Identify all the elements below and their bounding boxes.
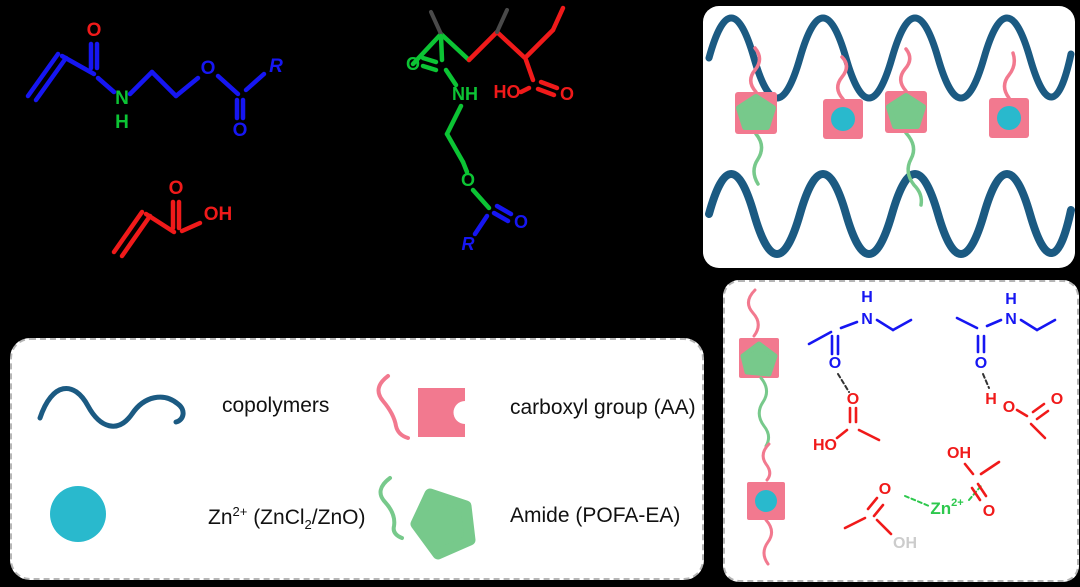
hbond-right-n-label: N <box>1005 311 1017 328</box>
hbond-left-n-label: N <box>861 311 873 328</box>
h-label: H <box>115 112 129 133</box>
amide-squiggle <box>378 476 404 540</box>
hbond-right-acid-bonds <box>1015 402 1050 440</box>
network-schematic <box>705 14 1075 258</box>
ester-carbonyl-o-label: O <box>233 120 248 141</box>
hbond-left-acid-bonds <box>835 406 881 442</box>
aa-bonds <box>111 199 203 259</box>
ethyl-ester-bonds <box>127 69 267 121</box>
legend-label-carboxyl: carboxyl group (AA) <box>510 396 696 419</box>
copolymer-ester-carbonyl-o-label: O <box>514 212 528 232</box>
copolymer-squiggle-icon <box>37 386 186 429</box>
green-tether-squiggles <box>752 131 924 207</box>
pink-tether-squiggles <box>749 46 1017 101</box>
hbond-right-dash <box>982 373 990 389</box>
zn-ion-label: Zn2+ <box>930 497 963 518</box>
zn-acid-bottom-bonds <box>843 496 893 536</box>
copolymer-ester-blue-bonds <box>472 203 514 237</box>
network-schematic-panel <box>703 6 1075 268</box>
hbond-right-amide-bonds <box>955 316 1057 354</box>
copolymer-acid-o-label: O <box>560 84 574 104</box>
backbone-red <box>466 27 556 63</box>
zn-acid-bottom-oh-label: OH <box>893 535 917 552</box>
zn-post: /ZnO) <box>311 506 366 529</box>
legend-label-amide: Amide (POFA-EA) <box>510 504 681 527</box>
hbond-right-acid-o2-label: O <box>1051 391 1063 408</box>
copolymer-acid-bonds <box>518 57 560 98</box>
aa-carbonyl-o-label: O <box>169 178 184 199</box>
r-group-label: R <box>269 56 283 77</box>
copolymer-structure: O NH HO O O O R <box>406 5 574 254</box>
amide-group-icon <box>378 476 476 560</box>
hbond-left-dash <box>837 373 850 393</box>
hbond-right-o-label: O <box>975 355 987 372</box>
copolymer-chain-bottom <box>705 170 1075 258</box>
icon-pink-squiggle-top <box>747 288 760 338</box>
methyl-dark-bonds <box>429 8 509 36</box>
zn-ion-dot-2 <box>997 106 1021 130</box>
hbond-right-acid-o-label: O <box>1003 399 1015 416</box>
monomer-pofa-ea-structure: O N H O O R <box>25 20 283 141</box>
zn-acid-bottom-o-label: O <box>879 481 891 498</box>
copolymer-amide-o-label: O <box>406 54 420 74</box>
icon-amide-blob <box>740 341 778 377</box>
zn-acid-top-bonds <box>963 460 1001 502</box>
zn-ion-symbol: Zn <box>930 499 951 518</box>
hbond-left-amide-bonds <box>807 318 913 356</box>
hbond-right-acid-h-label: H <box>985 391 997 408</box>
monomer-aa-structure: O OH <box>111 178 233 259</box>
methyl-red-bond <box>550 5 566 33</box>
zn-mid: (ZnCl <box>247 506 305 529</box>
amide-carbonyl-bonds <box>88 41 117 95</box>
copolymer-ho-label: HO <box>494 82 521 102</box>
interactions-figure: H N O O HO H N O <box>739 288 1063 566</box>
amide-o-label: O <box>87 20 102 41</box>
amide-blob <box>410 488 476 560</box>
interactions-panel: H N O O HO H N O <box>723 280 1079 582</box>
copolymer-r-label: R <box>462 234 475 254</box>
amide-blob-1 <box>736 94 776 130</box>
icon-green-squiggle <box>757 376 771 448</box>
legend-label-copolymers: copolymers <box>222 394 330 417</box>
copolymer-nh-label: NH <box>452 84 478 104</box>
icon-zn-dot <box>755 490 777 512</box>
aa-hydroxyl-label: OH <box>204 204 233 225</box>
legend-label-zn: Zn2+ (ZnCl2/ZnO) <box>208 504 365 532</box>
amide-blob-2 <box>886 93 926 129</box>
carboxyl-squiggle <box>376 374 410 440</box>
n-label: N <box>115 88 129 109</box>
icon-pink-squiggle-bottom <box>762 518 773 566</box>
zn-ion-charge: 2+ <box>951 497 964 509</box>
hbond-left-acid-o-label: O <box>847 391 859 408</box>
hbond-right-h-label: H <box>1005 291 1017 308</box>
copolymer-chain-top <box>705 14 1075 102</box>
zn-text: Zn <box>208 506 233 529</box>
copolymer-ester-o-label: O <box>461 170 475 190</box>
hbond-left-o-label: O <box>829 355 841 372</box>
zn-acid-top-o-label: O <box>983 503 995 520</box>
carboxyl-group-icon <box>376 374 465 440</box>
carboxyl-notched-square <box>418 388 465 437</box>
zn-acid-top-oh-label: OH <box>947 445 971 462</box>
zn-ion-dot-1 <box>831 107 855 131</box>
ester-o-label: O <box>201 58 216 79</box>
copolymer-amide-bonds <box>420 33 492 211</box>
legend-panel: copolymers carboxyl group (AA) Zn2+ (ZnC… <box>10 338 704 580</box>
zn-sup: 2+ <box>232 504 248 519</box>
vinyl-double-bond <box>25 51 97 103</box>
zn-ion-icon <box>50 486 106 542</box>
hbond-left-h-label: H <box>861 289 873 306</box>
icon-pink-squiggle-mid <box>761 442 772 482</box>
zn-sub: 2 <box>304 517 312 533</box>
hbond-left-acid-ho-label: HO <box>813 437 837 454</box>
